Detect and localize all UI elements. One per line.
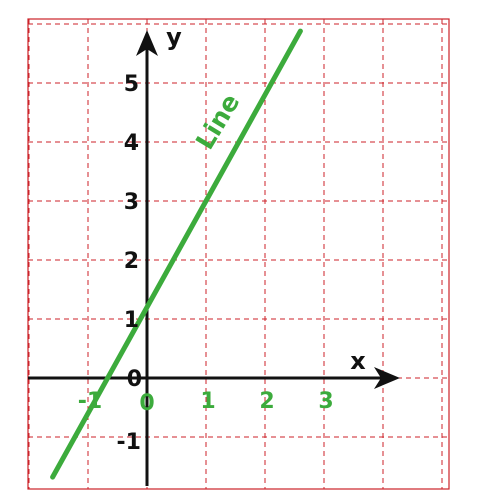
series-line-0 (50, 28, 303, 480)
x-tick-label: 3 (318, 389, 333, 414)
y-tick-label: 1 (124, 308, 139, 333)
y-tick-label: 4 (124, 131, 139, 156)
tick-labels: -1 0 1 2 3 -1 0 1 2 3 4 5 (78, 72, 334, 455)
y-tick-label: 3 (124, 190, 139, 215)
axes (28, 30, 400, 486)
y-tick-label: -1 (117, 430, 141, 455)
x-tick-label: -1 (78, 389, 102, 414)
y-tick-label: 0 (127, 367, 142, 392)
y-tick-label: 2 (124, 249, 139, 274)
y-tick-label: 5 (124, 72, 139, 97)
y-axis-label: y (166, 23, 182, 51)
x-tick-label: 0 (139, 391, 154, 416)
x-axis-arrow (374, 367, 400, 389)
x-tick-label: 2 (259, 389, 274, 414)
grid (27, 18, 450, 490)
y-axis-arrow (136, 30, 158, 56)
series-layer (50, 28, 303, 480)
x-axis-label: x (350, 347, 366, 375)
x-tick-label: 1 (200, 389, 215, 414)
plot-border (27, 18, 450, 490)
